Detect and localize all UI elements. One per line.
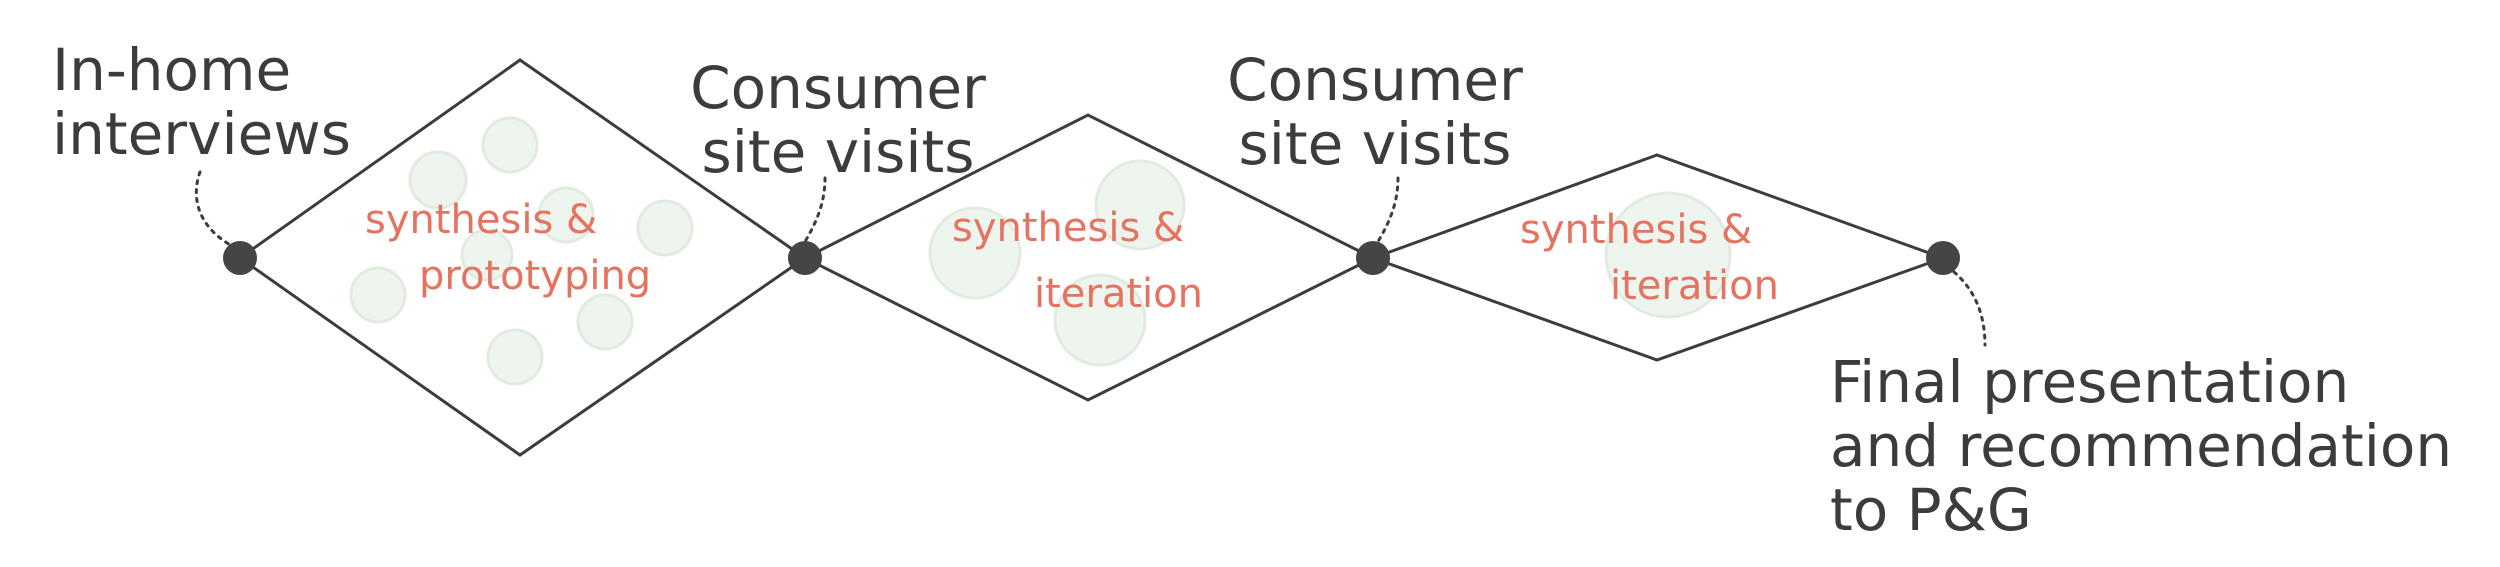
phase-label-3: synthesis & iteration	[1520, 202, 1779, 314]
milestone-node-final-presentation	[1926, 241, 1960, 275]
label-line: In-home	[52, 36, 292, 104]
phase-label-line: synthesis &	[952, 205, 1185, 251]
milestone-node-consumer-site-visits-1	[788, 241, 822, 275]
phase-label-line: prototyping	[419, 253, 652, 299]
label-line: Final presentation	[1830, 348, 2350, 416]
phase-label-line: synthesis &	[365, 197, 598, 243]
milestone-label-in-home-interviews: In-home interviews	[52, 38, 351, 166]
idea-bubble	[928, 206, 1022, 300]
idea-bubble	[349, 266, 407, 324]
phase-label-line: iteration	[1034, 271, 1203, 317]
idea-bubble	[1604, 191, 1732, 319]
leader-line-consumer-site-visits-2	[1374, 176, 1400, 247]
label-line: site visits	[701, 118, 975, 186]
idea-bubble	[460, 228, 514, 282]
phase-label-1: synthesis & prototyping	[365, 192, 651, 304]
idea-bubble	[537, 186, 595, 244]
phase-label-2: synthesis & iteration	[952, 200, 1203, 322]
idea-bubble	[1053, 273, 1147, 367]
phase-2-bubbles	[928, 159, 1186, 367]
idea-bubble	[636, 199, 694, 257]
phase-label-line: synthesis &	[1520, 207, 1753, 253]
idea-bubble	[1094, 159, 1186, 251]
milestone-node-in-home-interviews	[223, 241, 257, 275]
label-line: Consumer	[1227, 46, 1523, 114]
phase-1-bubbles	[349, 116, 694, 386]
leader-line-in-home-interviews	[194, 170, 238, 250]
phase-label-line: iteration	[1610, 263, 1779, 309]
label-line: to P&G	[1830, 476, 2032, 544]
idea-bubble	[486, 328, 544, 386]
leader-line-final-presentation	[1952, 270, 1987, 347]
milestone-label-consumer-site-visits-1: Consumer site visits	[688, 56, 988, 184]
label-line: and recommendation	[1830, 412, 2453, 480]
phase-3-bubbles	[1604, 191, 1732, 319]
label-line: interviews	[52, 100, 351, 168]
milestone-label-final-presentation: Final presentation and recommendation to…	[1830, 350, 2452, 542]
idea-bubble	[408, 150, 468, 210]
milestone-label-consumer-site-visits-2: Consumer site visits	[1225, 48, 1525, 176]
label-line: site visits	[1238, 110, 1512, 178]
idea-bubble	[481, 116, 539, 174]
milestone-node-consumer-site-visits-2	[1356, 241, 1390, 275]
idea-bubble	[576, 293, 634, 351]
leader-line-consumer-site-visits-1	[801, 176, 827, 247]
label-line: Consumer	[690, 54, 986, 122]
